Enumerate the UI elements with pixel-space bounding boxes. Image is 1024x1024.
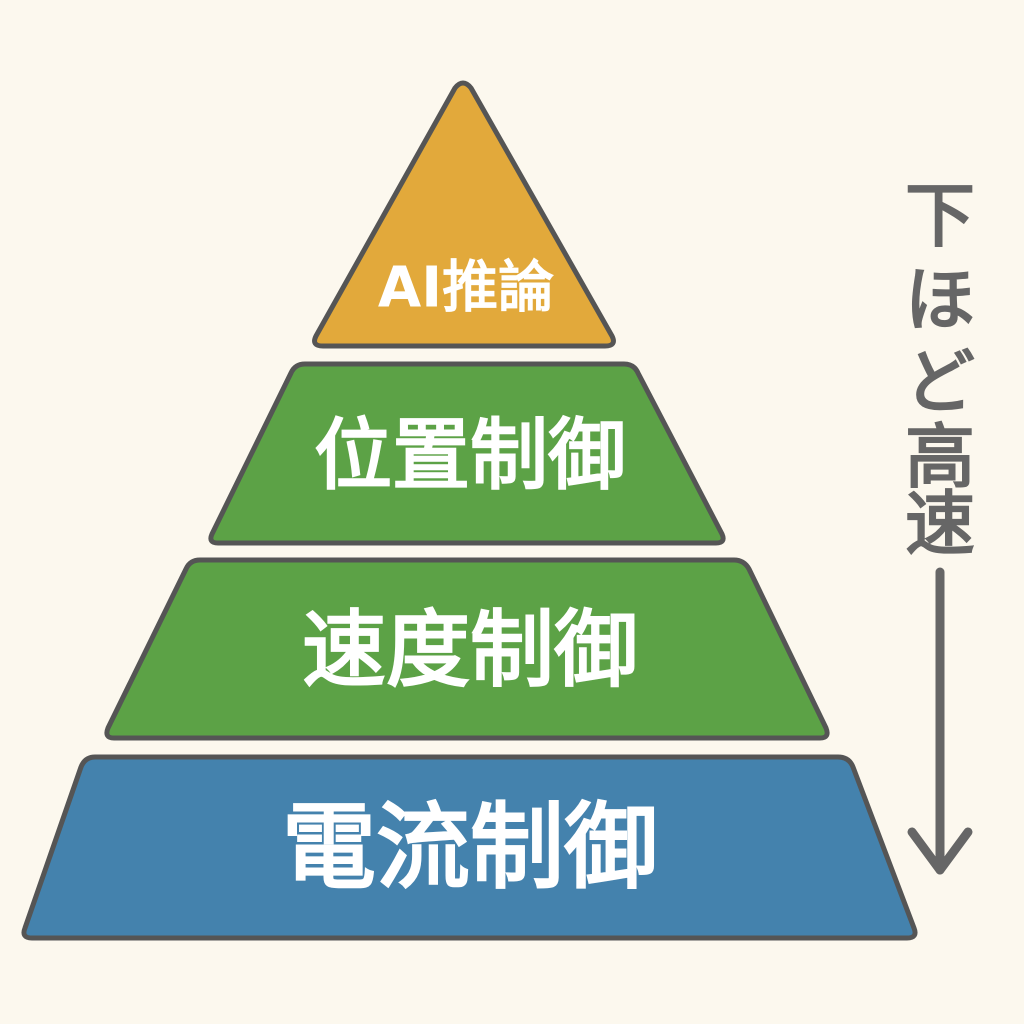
tier-label-speed-control: 速度制御 bbox=[302, 601, 638, 699]
side-note: 下 ほ ど 高 速 bbox=[905, 175, 975, 875]
tier-label-position-control: 位置制御 bbox=[314, 411, 626, 501]
tier-ai-inference: AI推論 bbox=[312, 80, 616, 349]
tier-current-control: 電流制御 bbox=[21, 754, 918, 941]
tier-position-control: 位置制御 bbox=[208, 361, 726, 546]
tier-shape-ai-inference bbox=[312, 80, 616, 349]
side-note-char-3: ど bbox=[905, 341, 975, 423]
tier-speed-control: 速度制御 bbox=[104, 557, 830, 741]
side-note-char-5: 速 bbox=[905, 483, 975, 565]
tier-shape-position-control bbox=[208, 361, 726, 546]
tier-label-current-control: 電流制御 bbox=[282, 794, 658, 903]
tier-label-ai-inference: AI推論 bbox=[378, 256, 554, 321]
tier-shape-speed-control bbox=[104, 557, 830, 741]
side-note-char-1: 下 bbox=[905, 175, 975, 257]
tier-shape-current-control bbox=[21, 754, 918, 941]
side-note-char-2: ほ bbox=[905, 259, 975, 341]
side-note-char-4: 高 bbox=[905, 416, 975, 498]
down-arrow-icon bbox=[907, 567, 973, 875]
